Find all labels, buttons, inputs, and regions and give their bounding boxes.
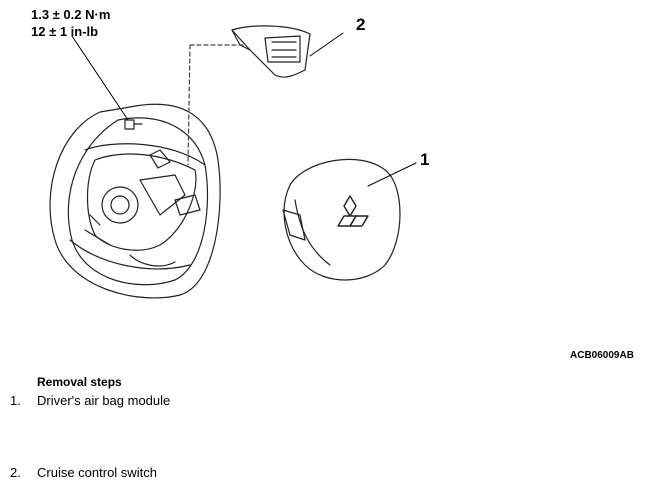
callout-airbag-module: 1	[420, 150, 430, 169]
step-number: 2.	[10, 465, 21, 480]
callout-cruise-switch: 2	[356, 15, 366, 34]
removal-step: 2. Cruise control switch	[10, 465, 157, 480]
step-label: Driver's air bag module	[37, 393, 171, 408]
figure-id: ACB06009AB	[570, 350, 634, 361]
removal-steps-title: Removal steps	[37, 375, 122, 389]
torque-metric: 1.3 ± 0.2 N·m	[31, 7, 111, 22]
steering-wheel	[49, 103, 221, 299]
cruise-control-switch	[187, 25, 344, 166]
torque-spec: 1.3 ± 0.2 N·m 12 ± 1 in-lb	[31, 6, 110, 40]
step-number: 1.	[10, 393, 21, 408]
torque-imperial: 12 ± 1 in-lb	[31, 24, 99, 39]
air-bag-module	[282, 158, 417, 281]
mounting-screw	[71, 35, 143, 130]
step-label: Cruise control switch	[37, 465, 157, 480]
mitsubishi-logo-icon	[337, 195, 369, 227]
removal-step: 1. Driver's air bag module	[10, 393, 170, 408]
